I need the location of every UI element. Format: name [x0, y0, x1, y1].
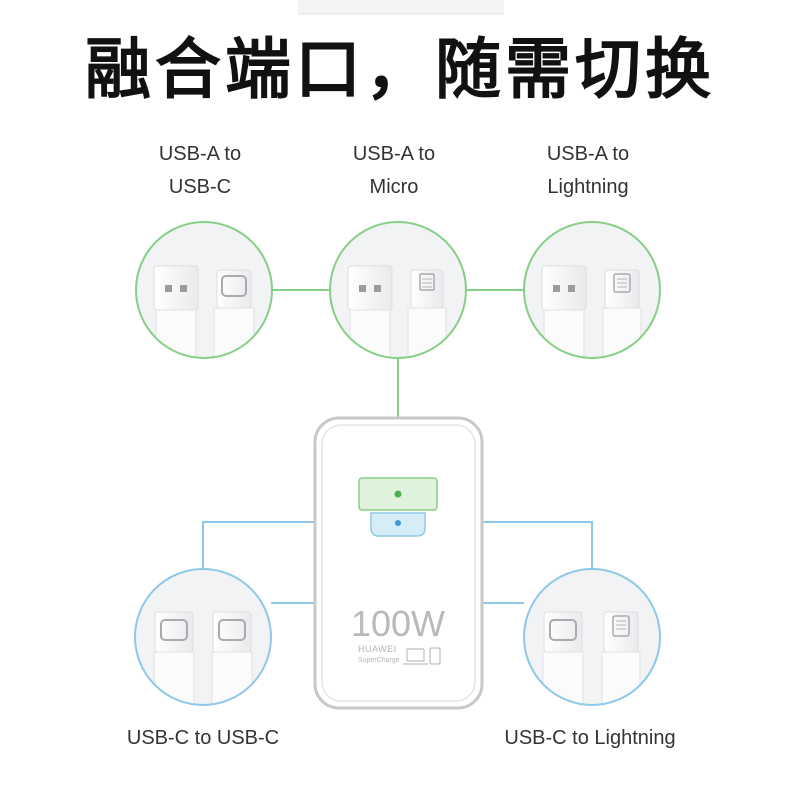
- wattage-label: 100W: [351, 603, 445, 644]
- cable-icon-usb-a-to-lightning: [523, 221, 661, 359]
- cable-icon-usb-c-to-usb-c: [134, 568, 272, 706]
- micro-usb-plug-icon: [407, 269, 447, 358]
- label-usb-a-to-lightning: USB-A to Lightning: [546, 143, 630, 198]
- usb-a-plug-icon: [541, 265, 587, 358]
- label-usb-a-to-usb-c: USB-A to USB-C: [158, 143, 242, 198]
- label-usb-a-to-micro: USB-A to Micro: [352, 143, 436, 198]
- usb-c-plug-icon: [213, 269, 255, 358]
- usb-c-plug-icon: [542, 611, 584, 705]
- cable-icon-usb-a-to-micro: [329, 221, 467, 359]
- lightning-plug-icon: [602, 269, 642, 358]
- headline: 融合端口，随需切换: [85, 31, 715, 108]
- usb-c-plug-icon: [211, 611, 253, 705]
- phone-icon: [429, 647, 441, 665]
- usb-a-plug-icon: [153, 265, 199, 358]
- usb-a-plug-icon: [347, 265, 393, 358]
- charger-body: [313, 416, 484, 710]
- cable-icon-usb-c-to-lightning: [523, 568, 661, 706]
- usb-c-port: [370, 512, 426, 537]
- cable-icon-usb-a-to-usb-c: [135, 221, 273, 359]
- brand-label: HUAWEI: [358, 644, 397, 654]
- sub-brand-label: SuperCharge: [358, 657, 400, 664]
- top-edge-strip: [298, 0, 504, 15]
- usb-a-port: [358, 477, 438, 511]
- usb-c-plug-icon: [153, 611, 195, 705]
- lightning-plug-icon: [601, 611, 641, 705]
- label-usb-c-to-usb-c: USB-C to USB-C: [126, 727, 280, 749]
- label-usb-c-to-lightning: USB-C to Lightning: [504, 727, 676, 749]
- laptop-icon: [403, 648, 428, 665]
